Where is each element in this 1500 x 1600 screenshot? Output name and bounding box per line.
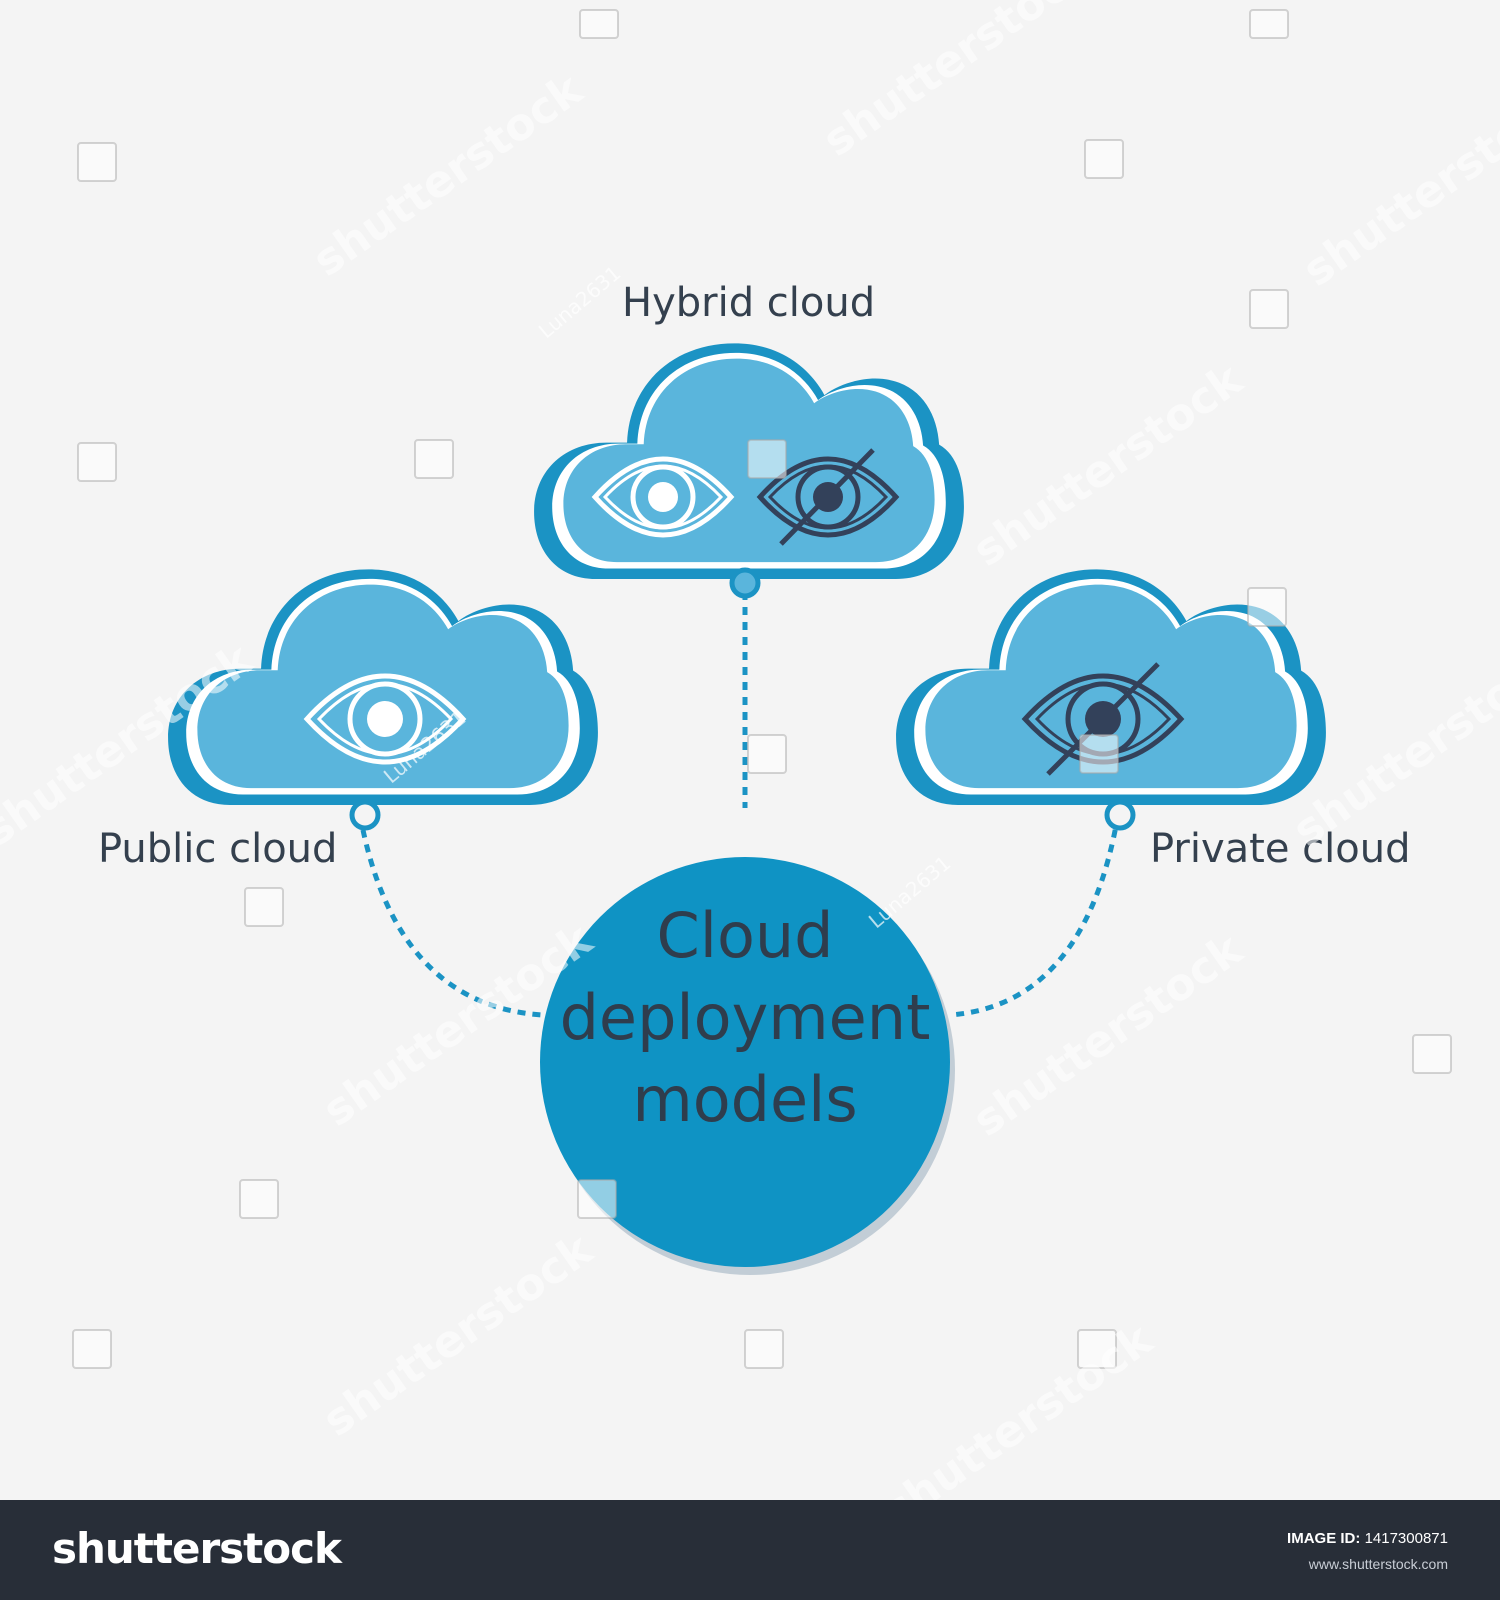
footer-site: www.shutterstock.com xyxy=(1308,1556,1448,1572)
eye-off-icon xyxy=(1021,662,1185,776)
watermark-tiles xyxy=(72,9,1452,1369)
footer-image-id-label: IMAGE ID: xyxy=(1287,1530,1361,1547)
connector-public xyxy=(357,814,543,1018)
footer-image-id-value: 1417300871 xyxy=(1364,1530,1448,1547)
footer-logo: shutterstock xyxy=(52,1524,342,1573)
connectors xyxy=(357,592,1121,1018)
center-title-line: models xyxy=(632,1063,858,1136)
diagram: Hybrid cloud Public cloud Private cloud … xyxy=(72,9,1452,1369)
stock-footer: shutterstock IMAGE ID: 1417300871 www.sh… xyxy=(0,1500,1500,1600)
footer-image-id: IMAGE ID: 1417300871 xyxy=(1287,1530,1448,1547)
center-title: Cloud deployment models xyxy=(540,895,950,1141)
diagram-canvas xyxy=(72,9,1452,1369)
node-dot-hybrid xyxy=(729,567,761,599)
node-dot-private xyxy=(1104,799,1136,831)
node-dot-public xyxy=(349,799,381,831)
cloud-label-private: Private cloud xyxy=(1150,826,1411,872)
center-node xyxy=(540,857,955,1275)
eye-off-icon xyxy=(756,448,900,546)
center-title-line: deployment xyxy=(559,981,931,1054)
eye-icon xyxy=(591,456,735,538)
cloud-label-public: Public cloud xyxy=(98,826,338,872)
eye-icon xyxy=(303,673,467,765)
cloud-label-hybrid: Hybrid cloud xyxy=(622,280,876,326)
connector-private xyxy=(949,814,1121,1018)
center-title-line: Cloud xyxy=(656,899,834,972)
